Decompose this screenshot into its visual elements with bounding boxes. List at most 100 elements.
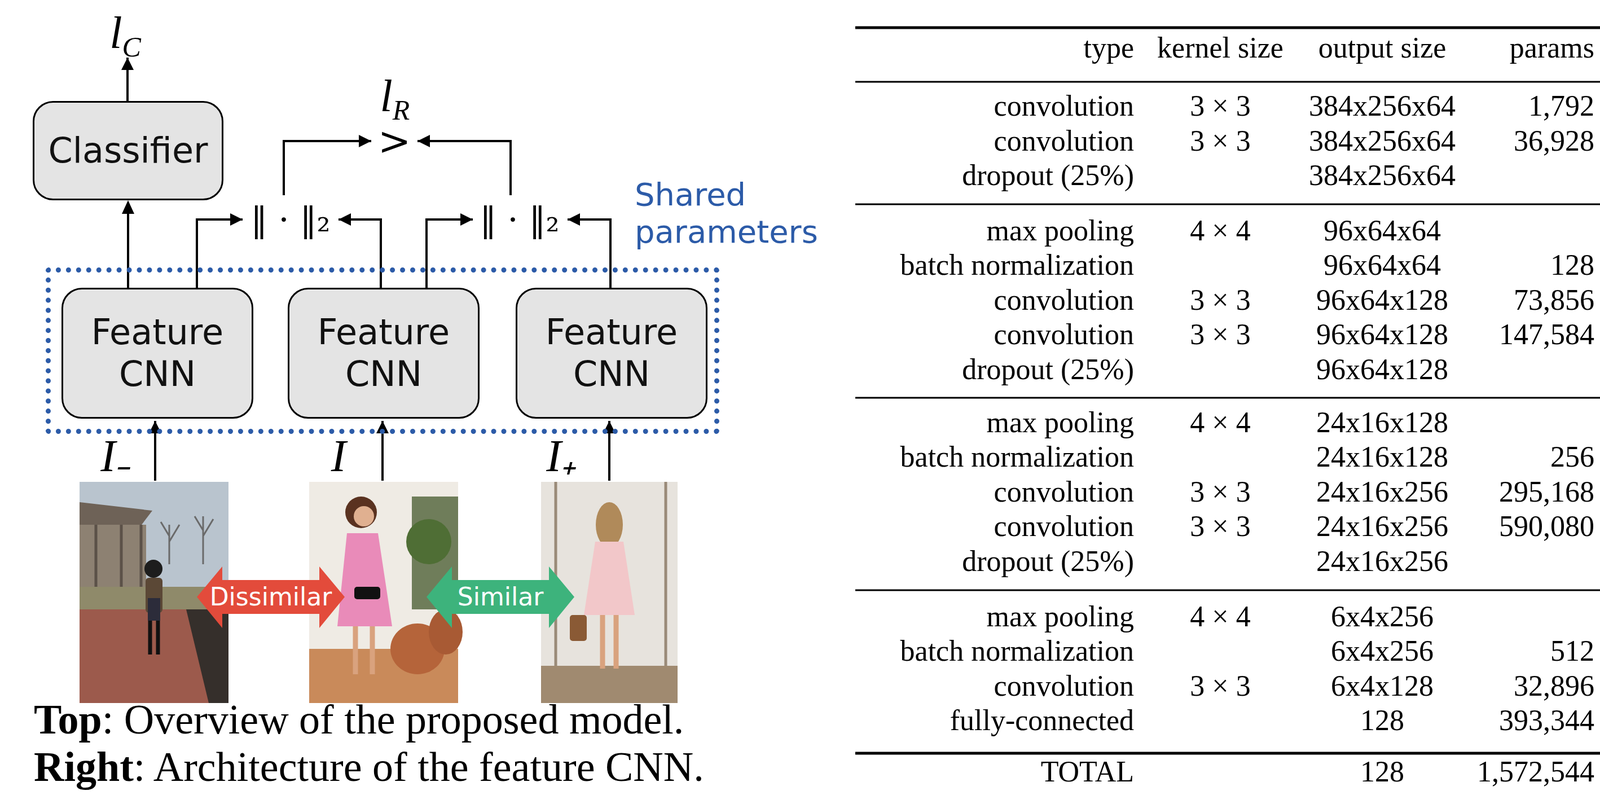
input-label: I [331, 433, 347, 479]
loss-label: lC [109, 10, 142, 56]
loss-symbol: l [380, 71, 393, 121]
cell-text: batch normalization [900, 440, 1134, 473]
cell-text: 3 × 3 [1189, 669, 1251, 702]
input-label: I₊ [546, 433, 577, 479]
norm-arrow [283, 141, 372, 196]
feature-cnn-box: Feature CNN [61, 287, 254, 419]
face [353, 506, 375, 527]
cell-text: 32,896 [1513, 669, 1595, 702]
feature-arrow [196, 219, 243, 288]
table-cell: TOTAL [1040, 757, 1134, 787]
trees [160, 516, 214, 565]
cell-text: 4 × 4 [1189, 600, 1251, 633]
feature-arrow [338, 219, 381, 288]
table-rule [855, 26, 1600, 30]
feature-arrow [426, 219, 473, 288]
arrow-label: Dissimilar [209, 584, 333, 610]
table-cell: 128 [1360, 757, 1405, 787]
table-cell: 96x64x128 [1316, 319, 1449, 350]
cell-text: 24x16x128 [1316, 406, 1449, 439]
cell-text: 147,584 [1499, 318, 1595, 351]
caption-line: Top: Overview of the proposed model. [33, 698, 684, 741]
roof [79, 502, 153, 525]
dress [583, 541, 635, 615]
arrow-head [121, 200, 135, 214]
cell-text: 6x4x128 [1330, 669, 1434, 702]
brick-path [79, 609, 229, 703]
cell-text: 24x16x256 [1316, 510, 1449, 543]
table-cell: 73,856 [1513, 285, 1595, 315]
table-cell: batch normalization [900, 250, 1134, 280]
legs [602, 614, 617, 669]
cell-text: 128 [1550, 248, 1595, 281]
cell-text: 24x16x128 [1316, 440, 1449, 473]
table-cell: 24x16x128 [1316, 407, 1449, 438]
cell-text: dropout (25%) [961, 159, 1134, 192]
table-cell: 147,584 [1499, 319, 1595, 350]
table-cell: 256 [1550, 442, 1595, 472]
ranking-operator: > [377, 121, 412, 161]
dress [337, 533, 393, 627]
table-cell: 393,344 [1499, 705, 1595, 736]
table-cell: 384x256x64 [1308, 126, 1456, 156]
table-cell: 36,928 [1513, 126, 1595, 156]
cell-text: 96x64x64 [1323, 248, 1441, 281]
table-cell: convolution [994, 511, 1134, 542]
cell-text: 3 × 3 [1189, 318, 1251, 351]
table-header: params [1509, 33, 1595, 63]
cell-text: convolution [994, 318, 1134, 351]
table-cell: max pooling [986, 601, 1134, 632]
table-header: kernel size [1157, 33, 1284, 63]
cell-text: 3 × 3 [1189, 475, 1251, 508]
box-label: Feature CNN [73, 311, 242, 396]
table-cell: 96x64x128 [1316, 285, 1449, 315]
similar-arrow [426, 566, 575, 628]
table-cell: 128 [1550, 250, 1595, 280]
cell-text: 96x64x128 [1316, 318, 1449, 351]
table-cell: 24x16x256 [1316, 477, 1449, 507]
cell-text: 1,572,544 [1477, 755, 1595, 788]
table-cell: dropout (25%) [961, 546, 1134, 577]
cell-text: convolution [994, 510, 1134, 543]
image-symbol: I [331, 431, 347, 481]
operator-symbol: > [377, 117, 412, 165]
loss-symbol: l [109, 7, 122, 58]
table-cell: 96x64x64 [1323, 250, 1441, 280]
table-cell: 3 × 3 [1189, 477, 1251, 507]
classifier-box: Classifier [32, 100, 224, 201]
table-cell: 295,168 [1499, 477, 1595, 507]
table-cell: 128 [1360, 705, 1405, 736]
feature-cnn-box: Feature CNN [515, 287, 708, 419]
table-cell: convolution [994, 671, 1134, 701]
cell-text: convolution [994, 475, 1134, 508]
operator-symbol: ‖ · ‖₂ [250, 199, 331, 240]
cell-text: 384x256x64 [1308, 124, 1456, 157]
cell-text: convolution [994, 89, 1134, 122]
table-rule [855, 589, 1600, 592]
cell-text: 6x4x256 [1330, 600, 1434, 633]
dissimilar-arrow [196, 566, 345, 628]
table-cell: 590,080 [1499, 511, 1595, 542]
head [144, 559, 163, 578]
loss-arrow [126, 57, 129, 101]
arrow-text: Similar [457, 582, 544, 612]
cell-text: 4 × 4 [1189, 214, 1251, 247]
cell-text: 590,080 [1499, 510, 1595, 543]
table-cell: 24x16x128 [1316, 442, 1449, 472]
cell-text: 73,856 [1513, 283, 1595, 316]
cell-text: 24x16x256 [1316, 475, 1449, 508]
group-heading: Shared parameters [634, 176, 861, 250]
table-cell: 6x4x256 [1330, 636, 1434, 666]
legs [355, 626, 373, 675]
table-cell: 3 × 3 [1189, 671, 1251, 701]
table-cell: 6x4x256 [1330, 601, 1434, 632]
cell-text: 3 × 3 [1189, 510, 1251, 543]
table-cell: 96x64x64 [1323, 216, 1441, 246]
cell-text: 128 [1360, 755, 1405, 788]
cell-text: 36,928 [1513, 124, 1595, 157]
table-cell: 1,572,544 [1477, 757, 1595, 787]
connector [121, 200, 135, 288]
arrow-label: Similar [457, 584, 544, 610]
table-rule [855, 81, 1600, 83]
